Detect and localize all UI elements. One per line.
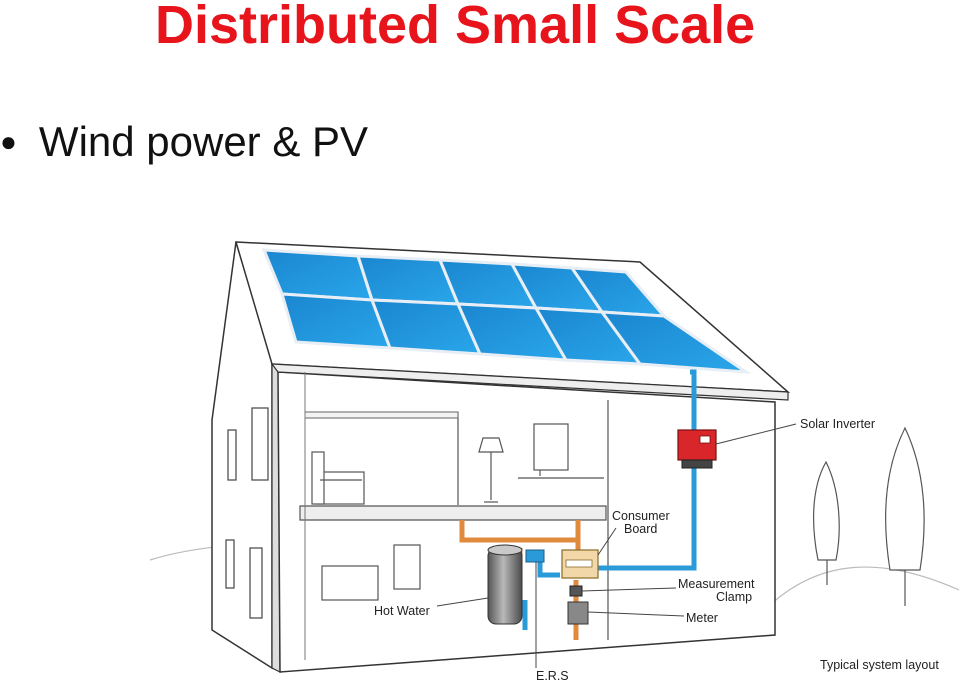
meter-icon	[567, 601, 589, 625]
bullet-item: ● Wind power & PV	[0, 118, 368, 166]
roof-eave	[270, 363, 789, 401]
label-measurement-clamp-2: Clamp	[716, 590, 752, 604]
solar-panel-array	[261, 248, 752, 374]
label-solar-inverter: Solar Inverter	[800, 417, 875, 431]
solar-inverter-icon	[677, 429, 717, 469]
measurement-clamp-icon	[569, 585, 583, 597]
side-window-small	[227, 429, 237, 481]
ers-device-icon	[525, 549, 545, 563]
label-measurement-clamp-1: Measurement	[678, 577, 755, 591]
side-window-lower	[249, 547, 263, 619]
label-consumer-board-1: Consumer	[612, 509, 670, 523]
label-meter: Meter	[686, 611, 718, 625]
label-consumer-board-2: Board	[624, 522, 657, 536]
appliance-icon	[393, 544, 421, 590]
consumer-board-icon	[561, 549, 599, 579]
dc-cable	[522, 369, 697, 630]
tree-small-icon	[813, 460, 840, 585]
ground-line-right	[769, 566, 959, 606]
house-front-wall	[277, 371, 776, 673]
solar-panel	[598, 310, 752, 374]
upper-floor	[299, 505, 607, 521]
cabinet-icon	[321, 565, 379, 601]
hot-water-tank-icon	[487, 544, 523, 625]
side-window-lower-small	[225, 539, 235, 589]
caption-system-layout: Typical system layout	[820, 658, 939, 672]
slide-title: Distributed Small Scale	[155, 0, 756, 55]
lamp-icon	[478, 437, 504, 503]
label-hot-water: Hot Water	[374, 604, 430, 618]
side-window-upper	[251, 407, 269, 481]
tree-tall-icon	[885, 426, 925, 606]
bullet-text: Wind power & PV	[38, 118, 369, 165]
monitor-icon	[518, 423, 604, 479]
bed-icon	[311, 451, 365, 505]
bullet-dot-icon: ●	[0, 126, 17, 157]
label-ers: E.R.S	[536, 669, 569, 683]
